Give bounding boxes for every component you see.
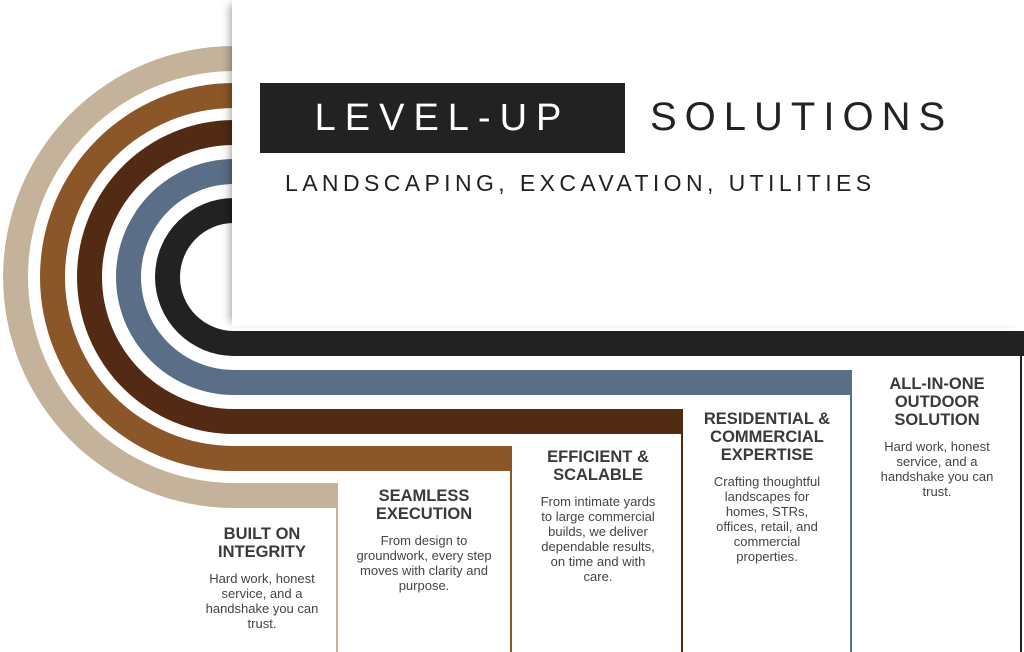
pillar-body: From intimate yards to large commercial …: [540, 494, 656, 584]
pillar-all-in-one: ALL-IN-ONE OUTDOOR SOLUTION Hard work, h…: [866, 375, 1008, 499]
logo-word: SOLUTIONS: [650, 95, 954, 139]
column-divider: [1020, 355, 1022, 652]
black-stripe: [155, 198, 1024, 356]
pillar-title: BUILT ON INTEGRITY: [217, 525, 306, 561]
header-panel: [232, 0, 1024, 326]
column-divider: [510, 470, 512, 652]
pillar-scalable: EFFICIENT & SCALABLE From intimate yards…: [526, 448, 670, 584]
pillar-body: Crafting thoughtful landscapes for homes…: [713, 474, 821, 564]
pillar-title: SEAMLESS EXECUTION: [375, 487, 473, 523]
pillar-title: RESIDENTIAL & COMMERCIAL EXPERTISE: [703, 410, 831, 464]
pillar-integrity: BUILT ON INTEGRITY Hard work, honest ser…: [192, 525, 332, 631]
pillar-body: Hard work, honest service, and a handsha…: [205, 571, 319, 631]
logo-boxed-word: LEVEL-UP: [260, 83, 625, 153]
pillar-body: Hard work, honest service, and a handsha…: [880, 439, 994, 499]
pillar-body: From design to groundwork, every step mo…: [356, 533, 492, 593]
pillar-title: EFFICIENT & SCALABLE: [547, 448, 649, 484]
column-divider: [336, 508, 338, 652]
column-divider: [681, 433, 683, 652]
tagline: LANDSCAPING, EXCAVATION, UTILITIES: [285, 170, 876, 196]
slate-stripe: [116, 159, 852, 395]
pillar-title: ALL-IN-ONE OUTDOOR SOLUTION: [889, 375, 985, 429]
column-divider: [850, 394, 852, 652]
pillar-expertise: RESIDENTIAL & COMMERCIAL EXPERTISE Craft…: [696, 410, 838, 564]
pillar-execution: SEAMLESS EXECUTION From design to ground…: [350, 487, 498, 593]
